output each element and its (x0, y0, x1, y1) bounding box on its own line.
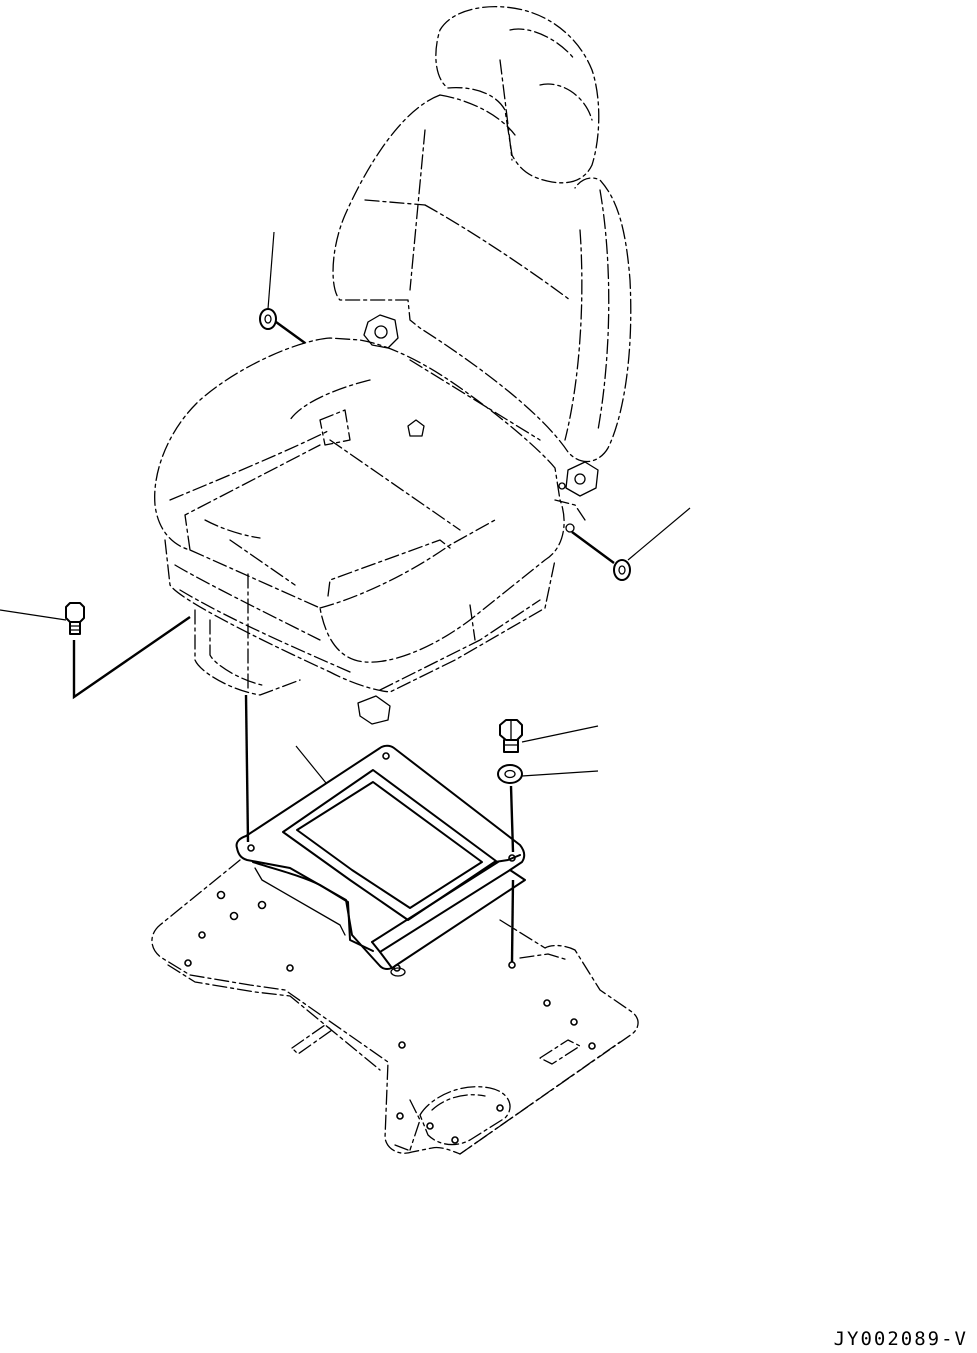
leader-line (267, 231, 275, 310)
center-line (571, 531, 615, 564)
leader-line (521, 770, 599, 777)
flat-washer-right (613, 559, 631, 581)
center-line (244, 694, 250, 843)
seat-suspension (164, 539, 556, 693)
seat-backrest (332, 94, 632, 463)
leader-line (521, 725, 599, 743)
hex-bolt (499, 719, 523, 753)
leader-line (627, 507, 691, 561)
leader-line (0, 609, 67, 621)
flat-washer (497, 764, 523, 784)
socket-head-cap-screw (65, 602, 85, 635)
operator-seat (154, 6, 632, 725)
seat-cushion (154, 337, 565, 663)
seat-mounting-bracket (235, 744, 526, 977)
leader-line (295, 745, 327, 784)
seat-headrest (435, 6, 600, 184)
center-line (509, 785, 515, 853)
flat-washer-upper-left (259, 308, 277, 330)
center-line (72, 616, 191, 700)
drawing-code: JY002089-V (834, 1328, 968, 1350)
center-line (510, 879, 515, 963)
cab-floor-plate (151, 859, 639, 1155)
center-line (275, 321, 306, 344)
